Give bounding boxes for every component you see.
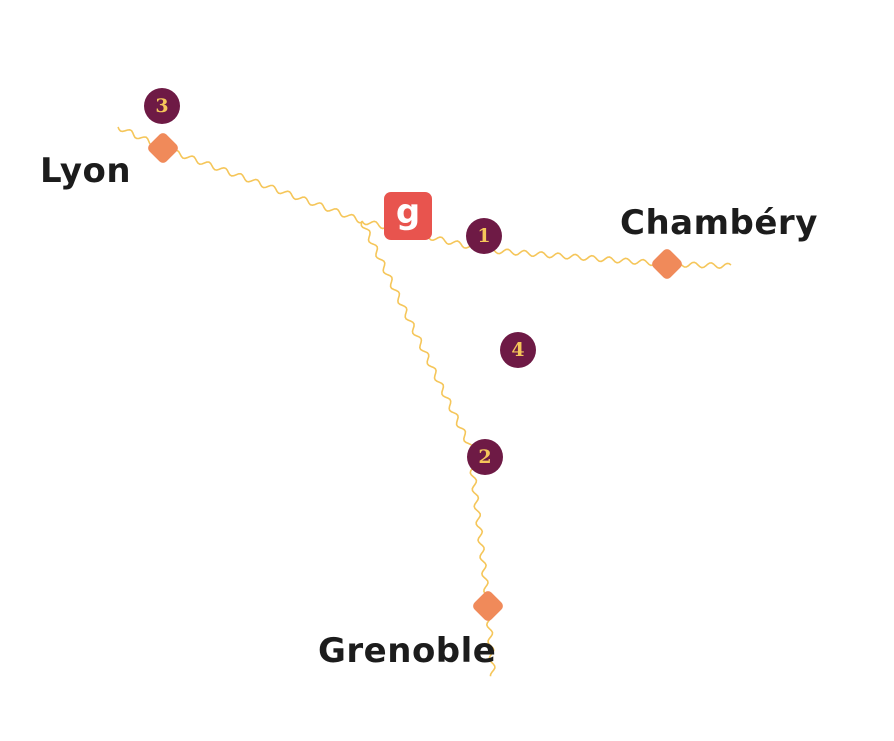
map-marker-4[interactable]: 4 bbox=[500, 332, 536, 368]
map-marker-2[interactable]: 2 bbox=[467, 439, 503, 475]
brand-logo-icon[interactable]: g bbox=[384, 192, 432, 240]
map-marker-3[interactable]: 3 bbox=[144, 88, 180, 124]
map-marker-1[interactable]: 1 bbox=[466, 218, 502, 254]
city-label-lyon: Lyon bbox=[40, 151, 132, 191]
brand-logo-letter: g bbox=[395, 192, 421, 232]
city-label-chambery: Chambéry bbox=[620, 203, 818, 243]
city-label-grenoble: Grenoble bbox=[318, 631, 497, 671]
